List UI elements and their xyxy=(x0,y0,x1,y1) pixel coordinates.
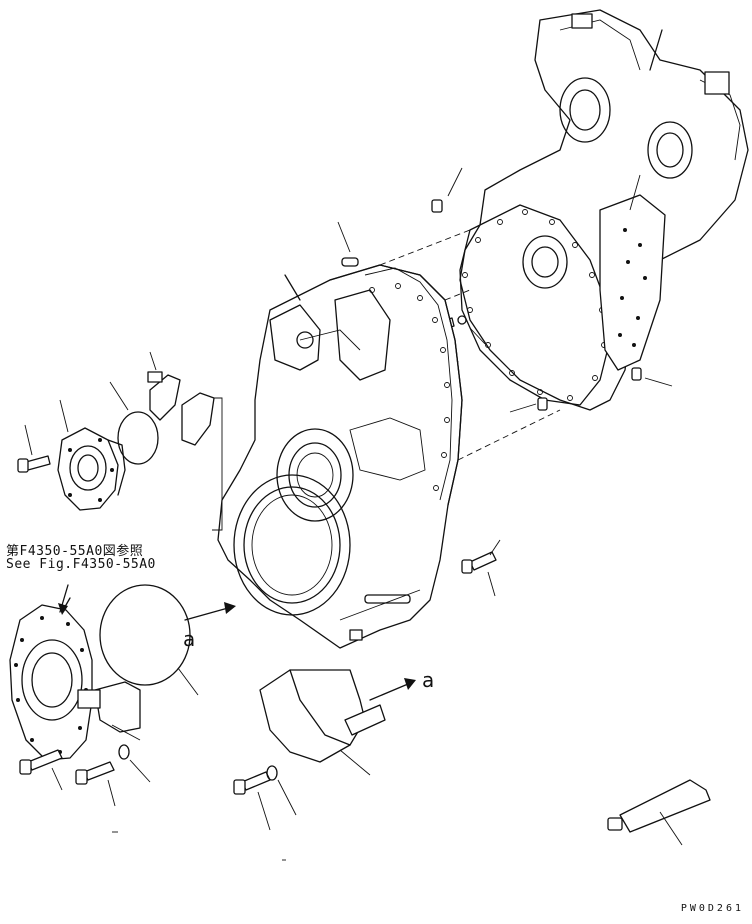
rear-transmission-case xyxy=(459,9,749,411)
main-transmission-case xyxy=(217,264,463,649)
shim-set xyxy=(147,351,223,531)
bolt-lower-flange xyxy=(509,397,548,413)
housing-washer xyxy=(111,724,151,783)
bottom-cover xyxy=(259,669,386,776)
drawing-code: PW0D261 xyxy=(680,903,744,914)
bearing-retainer xyxy=(57,399,126,511)
housing-bolt-1 xyxy=(19,749,63,791)
view-label-a-right: a xyxy=(422,668,435,692)
bolt-upper xyxy=(431,167,463,213)
cover-bolt xyxy=(233,765,297,831)
retainer-bolt xyxy=(17,424,51,473)
reference-english: See Fig.F4350-55A0 xyxy=(6,557,156,572)
view-arrow-left xyxy=(184,602,236,621)
bolt-lower-center xyxy=(461,539,501,597)
view-arrow-right xyxy=(369,678,416,701)
sealant-tube xyxy=(607,779,711,846)
output-housing xyxy=(9,584,141,761)
dowel-pin xyxy=(337,221,359,267)
bolt-right xyxy=(631,367,673,387)
case-gasket-outline xyxy=(379,229,561,461)
view-label-a-left: a xyxy=(183,627,196,651)
large-o-ring xyxy=(99,584,199,696)
housing-bolt-2 xyxy=(75,761,116,807)
o-ring xyxy=(109,381,159,465)
reference-japanese: 第F4350-55A0図参照 xyxy=(6,544,144,559)
